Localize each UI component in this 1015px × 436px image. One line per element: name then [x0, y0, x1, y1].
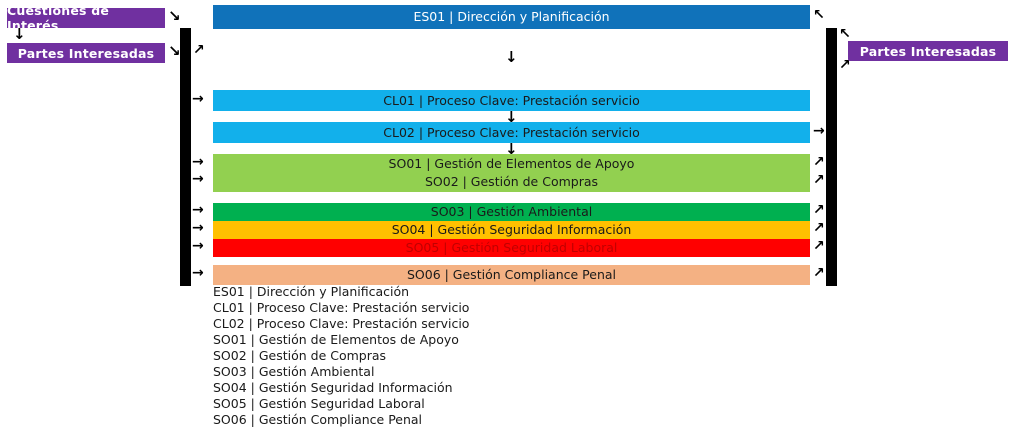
arrow-right-into-cl01: → — [192, 91, 204, 107]
legend-item: CL02 | Proceso Clave: Prestación servici… — [213, 316, 470, 331]
process-bar-line: CL02 | Proceso Clave: Prestación servici… — [383, 124, 640, 140]
arrow-up-left-rail-right-top: ↖ — [839, 26, 851, 42]
legend-item: CL01 | Proceso Clave: Prestación servici… — [213, 300, 470, 315]
stakeholder-label: Partes Interesadas — [17, 45, 155, 61]
stakeholder-label: Cuestiones de Interés — [7, 3, 110, 33]
process-bar-so01-so02[interactable]: SO01 | Gestión de Elementos de Apoyo SO0… — [213, 154, 810, 192]
arrow-up-right-from-so05: ↗ — [813, 238, 825, 254]
arrow-up-right-from-so06: ↗ — [813, 265, 825, 281]
arrow-up-left-from-es01: ↖ — [813, 7, 825, 23]
arrow-down-cl01-to-cl02: ↓ — [505, 108, 518, 126]
legend-item: ES01 | Dirección y Planificación — [213, 284, 410, 299]
legend-item: SO05 | Gestión Seguridad Laboral — [213, 396, 425, 411]
arrow-right-into-so06: → — [192, 265, 204, 281]
arrow-right-into-so05: → — [192, 238, 204, 254]
stakeholder-box-partes-interesadas-right[interactable]: Partes Interesadas — [848, 41, 1008, 61]
arrow-down-right-cuestiones: ↘ — [168, 7, 181, 25]
arrow-up-right-from-so02: ↗ — [813, 172, 825, 188]
arrow-right-from-cl02: → — [813, 123, 825, 139]
arrow-right-into-so02: → — [192, 171, 204, 187]
process-bar-so05[interactable]: SO05 | Gestión Seguridad Laboral — [213, 239, 810, 257]
arrow-right-into-so03: → — [192, 202, 204, 218]
arrow-right-into-so04: → — [192, 220, 204, 236]
arrow-down-cl02-to-so01: ↓ — [505, 140, 518, 158]
process-bar-so06[interactable]: SO06 | Gestión Compliance Penal — [213, 265, 810, 285]
process-bar-line: SO01 | Gestión de Elementos de Apoyo — [388, 156, 635, 172]
legend-item: SO06 | Gestión Compliance Penal — [213, 412, 423, 427]
process-legend: ES01 | Dirección y Planificación CL01 | … — [213, 284, 633, 428]
arrow-up-right-from-so01: ↗ — [813, 154, 825, 170]
process-bar-so03[interactable]: SO03 | Gestión Ambiental — [213, 203, 810, 221]
process-bar-line: SO02 | Gestión de Compras — [424, 174, 599, 189]
arrow-down-right-partes-left: ↘ — [168, 42, 181, 60]
legend-item: SO04 | Gestión Seguridad Información — [213, 380, 453, 395]
arrow-up-right-rail-left-top: ↗ — [193, 42, 205, 58]
process-bar-cl01[interactable]: CL01 | Proceso Clave: Prestación servici… — [213, 90, 810, 111]
process-bar-es01[interactable]: ES01 | Dirección y Planificación — [213, 5, 810, 29]
arrow-down-es01-to-cl01: ↓ — [505, 48, 518, 66]
arrow-right-into-so01: → — [192, 154, 204, 170]
process-bar-line: CL01 | Proceso Clave: Prestación servici… — [383, 92, 640, 108]
legend-item: SO02 | Gestión de Compras — [213, 348, 387, 363]
arrow-up-right-from-so04: ↗ — [813, 220, 825, 236]
arrow-up-right-from-so03: ↗ — [813, 202, 825, 218]
arrow-down-left-stakeholders: ↓ — [13, 25, 26, 43]
legend-item: SO03 | Gestión Ambiental — [213, 364, 375, 379]
rail-left — [180, 28, 191, 286]
process-bar-line: SO03 | Gestión Ambiental — [430, 204, 593, 220]
legend-item: SO01 | Gestión de Elementos de Apoyo — [213, 332, 459, 347]
process-bar-so04[interactable]: SO04 | Gestión Seguridad Información — [213, 221, 810, 239]
stakeholder-label: Partes Interesadas — [859, 43, 997, 59]
process-bar-line: ES01 | Dirección y Planificación — [413, 9, 610, 25]
rail-right — [826, 28, 837, 286]
arrow-up-right-rail-right-to-partes: ↗ — [839, 57, 851, 73]
process-bar-line: SO06 | Gestión Compliance Penal — [406, 267, 617, 283]
stakeholder-box-cuestiones-de-interes[interactable]: Cuestiones de Interés — [7, 3, 165, 33]
stakeholder-box-partes-interesadas-left[interactable]: Partes Interesadas — [7, 43, 165, 63]
process-bar-line: SO05 | Gestión Seguridad Laboral — [405, 240, 618, 256]
process-bar-line: SO04 | Gestión Seguridad Información — [391, 222, 632, 238]
process-bar-cl02[interactable]: CL02 | Proceso Clave: Prestación servici… — [213, 122, 810, 143]
